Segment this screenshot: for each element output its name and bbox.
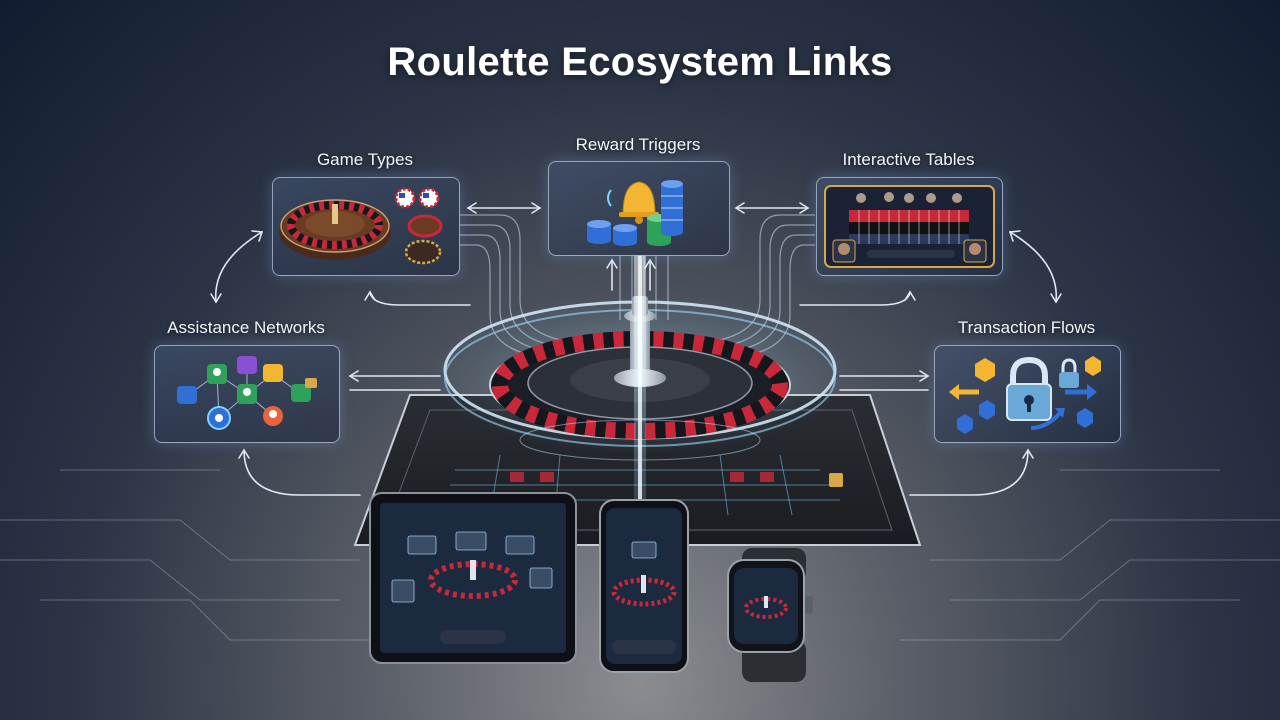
us-flag-icon <box>394 187 440 209</box>
assistance-networks-label: Assistance Networks <box>167 318 325 337</box>
assistance-networks-panel <box>154 345 340 443</box>
game-types-panel <box>272 177 460 276</box>
arrow-icon <box>949 384 1097 430</box>
game-types-label: Game Types <box>316 150 414 169</box>
tablet-device <box>369 492 577 664</box>
support-icon <box>207 406 231 430</box>
page-title: Roulette Ecosystem Links <box>387 40 893 84</box>
interactive-tables-label: Interactive Tables <box>842 150 975 169</box>
transaction-flows-label: Transaction Flows <box>957 318 1096 337</box>
interactive-tables-panel <box>816 177 1003 276</box>
reward-triggers-panel <box>548 161 730 256</box>
roulette-wheel-icon <box>279 199 391 260</box>
mini-wheel-icon <box>404 214 443 265</box>
circuit-traces <box>0 469 1280 641</box>
connector-arrows <box>210 202 1062 496</box>
live-dealer-table-icon <box>824 185 995 268</box>
smartwatch-device <box>727 548 813 682</box>
reward-triggers-label: Reward Triggers <box>575 135 701 154</box>
transaction-flows-panel <box>934 345 1121 443</box>
coin-icon <box>957 356 1101 434</box>
central-roulette-hub <box>430 255 850 555</box>
smartphone-device <box>599 499 689 673</box>
chip-stack-icon <box>587 180 683 246</box>
bell-icon <box>607 181 671 224</box>
user-icon <box>207 364 283 426</box>
padlock-icon <box>1006 356 1079 421</box>
chat-bubble-icon <box>177 356 317 404</box>
